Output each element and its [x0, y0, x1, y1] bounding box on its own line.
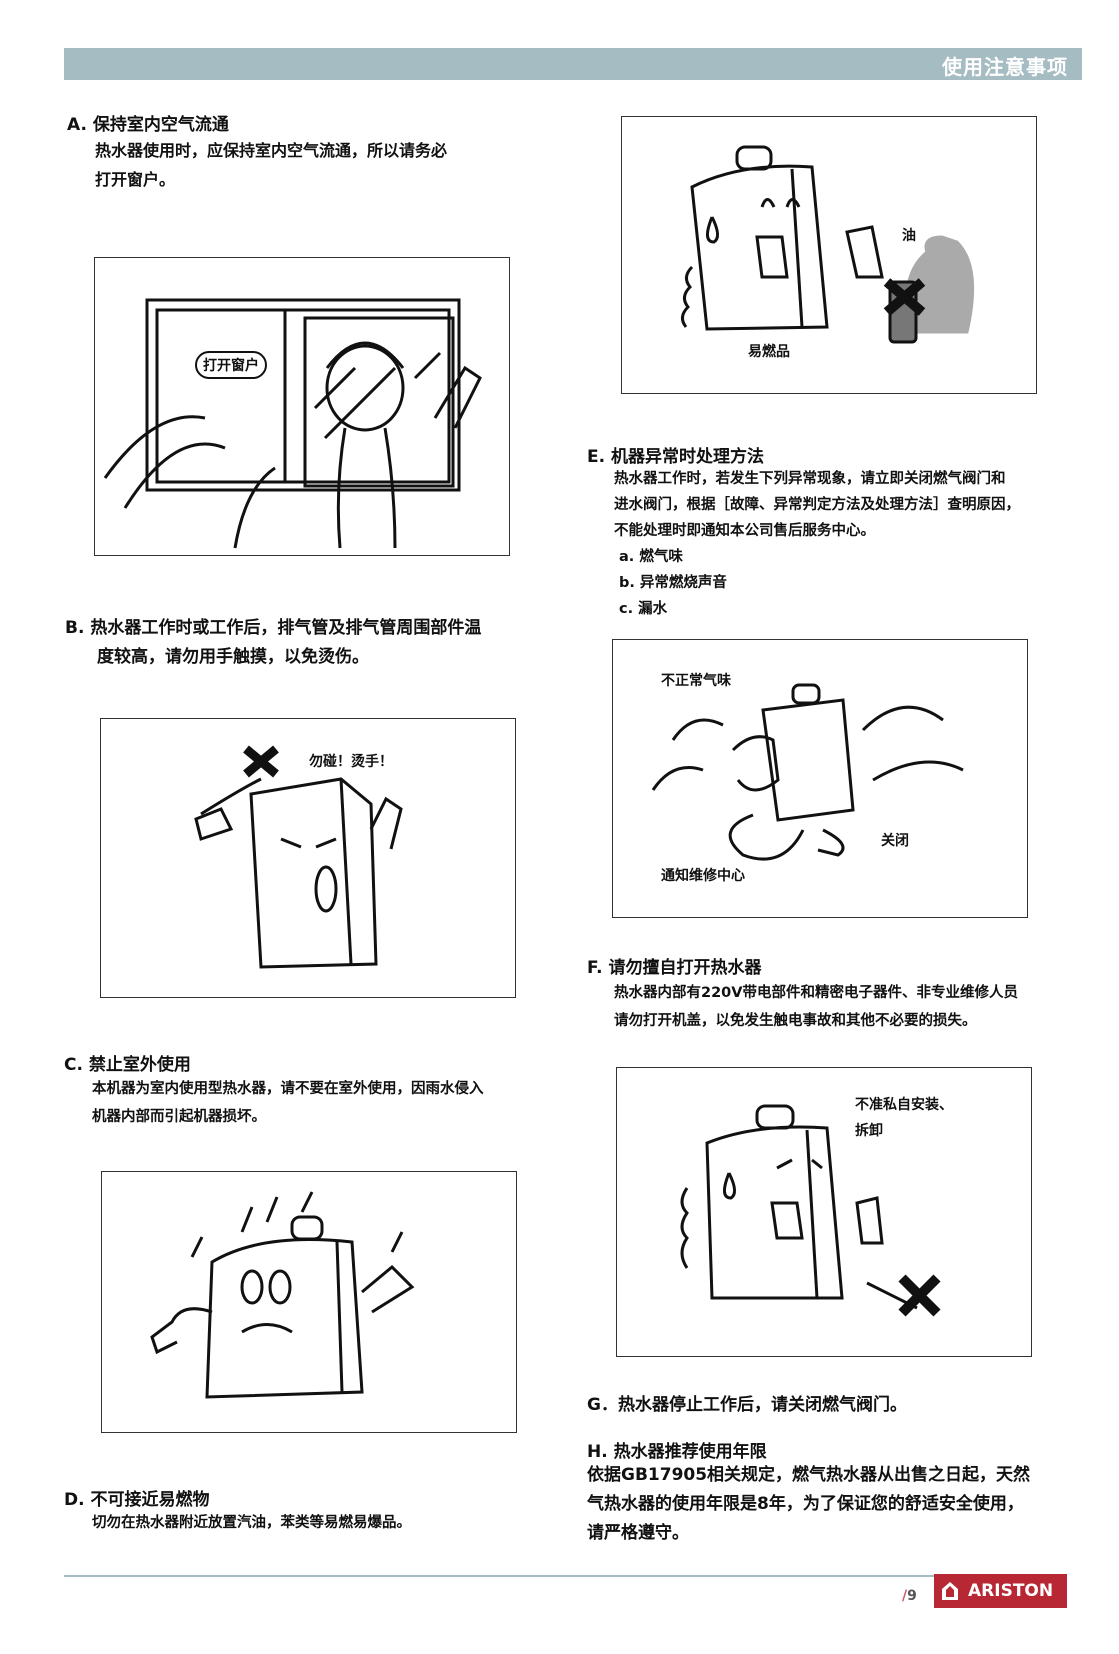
list-item: b. 异常燃烧声音: [619, 575, 727, 591]
figure-abnormal: 不正常气味 关闭 通知维修中心: [612, 639, 1028, 918]
rain-heater-illustration: [150, 1191, 415, 1399]
header-title: 使用注意事项: [942, 55, 1068, 79]
text-line: 气热水器的使用年限是8年，为了保证您的舒适安全使用，: [587, 1494, 1024, 1514]
text-line: 不能处理时即通知本公司售后服务中心。: [614, 523, 875, 539]
text-line: 打开窗户。: [95, 170, 176, 189]
section-c-text: 本机器为室内使用型热水器，请不要在室外使用，因雨水侵入 机器内部而引起机器损坏。: [92, 1075, 484, 1131]
footer-divider: [64, 1575, 934, 1577]
section-e-text: 热水器工作时，若发生下列异常现象，请立即关闭燃气阀门和 进水阀门，根据［故障、异…: [614, 466, 1020, 622]
brand-name: ARISTON: [968, 1581, 1054, 1601]
flammable-illustration: [681, 145, 975, 344]
title-line: B. 热水器工作时或工作后，排气管及排气管周围部件温: [65, 618, 482, 638]
section-f-title: F. 请勿擅自打开热水器: [587, 958, 762, 978]
label-line: 不准私自安装、: [855, 1097, 953, 1113]
page-value: 9: [907, 1588, 917, 1604]
text-line: 机器内部而引起机器损坏。: [92, 1109, 266, 1125]
label-line: 拆卸: [855, 1123, 883, 1139]
figure-label: 不准私自安装、 拆卸: [855, 1092, 953, 1144]
section-c-title: C. 禁止室外使用: [64, 1055, 191, 1075]
hot-heater-illustration: [194, 745, 403, 969]
text-line: 热水器工作时，若发生下列异常现象，请立即关闭燃气阀门和: [614, 471, 1006, 487]
section-h-title: H. 热水器推荐使用年限: [587, 1442, 767, 1462]
section-d-title: D. 不可接近易燃物: [64, 1490, 210, 1510]
section-f-text: 热水器内部有220V带电部件和精密电子器件、非专业维修人员 请勿打开机盖，以免发…: [614, 979, 1018, 1035]
text-line: 请严格遵守。: [587, 1523, 689, 1543]
figure-label-flammable: 易燃品: [748, 344, 790, 360]
figure-no-disassembly: 不准私自安装、 拆卸: [616, 1067, 1032, 1357]
title-line: 度较高，请勿用手触摸，以免烫伤。: [97, 647, 369, 667]
open-window-illustration: [103, 298, 482, 549]
figure-no-outdoor: [101, 1171, 517, 1433]
house-icon: [942, 1582, 958, 1600]
page-slash: /: [902, 1588, 908, 1604]
gas-smell-illustration: [651, 683, 964, 861]
figure-flammable: 油 易燃品: [621, 116, 1037, 394]
section-a-text: 热水器使用时，应保持室内空气流通，所以请务必 打开窗户。: [95, 136, 447, 194]
ariston-logo: ARISTON: [934, 1574, 1067, 1608]
text-line: 进水阀门，根据［故障、异常判定方法及处理方法］查明原因，: [614, 497, 1020, 513]
page-number: /9: [902, 1588, 917, 1604]
text-line: 请勿打开机盖，以免发生触电事故和其他不必要的损失。: [614, 1013, 977, 1029]
section-b-title: B. 热水器工作时或工作后，排气管及排气管周围部件温 度较高，请勿用手触摸，以免…: [65, 614, 481, 672]
text-line: 热水器使用时，应保持室内空气流通，所以请务必: [95, 141, 448, 160]
text-line: 依据GB17905相关规定，燃气热水器从出售之日起，天然: [587, 1465, 1031, 1485]
section-h-text: 依据GB17905相关规定，燃气热水器从出售之日起，天然 气热水器的使用年限是8…: [587, 1461, 1030, 1548]
figure-label-notify: 通知维修中心: [661, 868, 745, 884]
no-disassembly-illustration: [680, 1104, 941, 1317]
section-g-title: G．热水器停止工作后，请关闭燃气阀门。: [587, 1395, 907, 1415]
list-item: c. 漏水: [619, 601, 668, 617]
text-line: 热水器内部有220V带电部件和精密电子器件、非专业维修人员: [614, 985, 1018, 1001]
section-d-text: 切勿在热水器附近放置汽油，苯类等易燃易爆品。: [92, 1515, 411, 1531]
header-bar: 使用注意事项: [64, 48, 1082, 80]
figure-label-oil: 油: [902, 228, 916, 244]
list-item: a. 燃气味: [619, 549, 683, 565]
section-a-title: A. 保持室内空气流通: [67, 115, 229, 135]
section-e-title: E. 机器异常时处理方法: [587, 447, 764, 467]
figure-open-window: 打开窗户: [94, 257, 510, 556]
figure-label-smell: 不正常气味: [661, 673, 731, 689]
figure-label-close: 关闭: [881, 833, 909, 849]
figure-label: 打开窗户: [195, 351, 267, 379]
text-line: 本机器为室内使用型热水器，请不要在室外使用，因雨水侵入: [92, 1081, 484, 1097]
figure-hot-warning: 勿碰！烫手！: [100, 718, 516, 998]
figure-label: 勿碰！烫手！: [309, 754, 393, 770]
